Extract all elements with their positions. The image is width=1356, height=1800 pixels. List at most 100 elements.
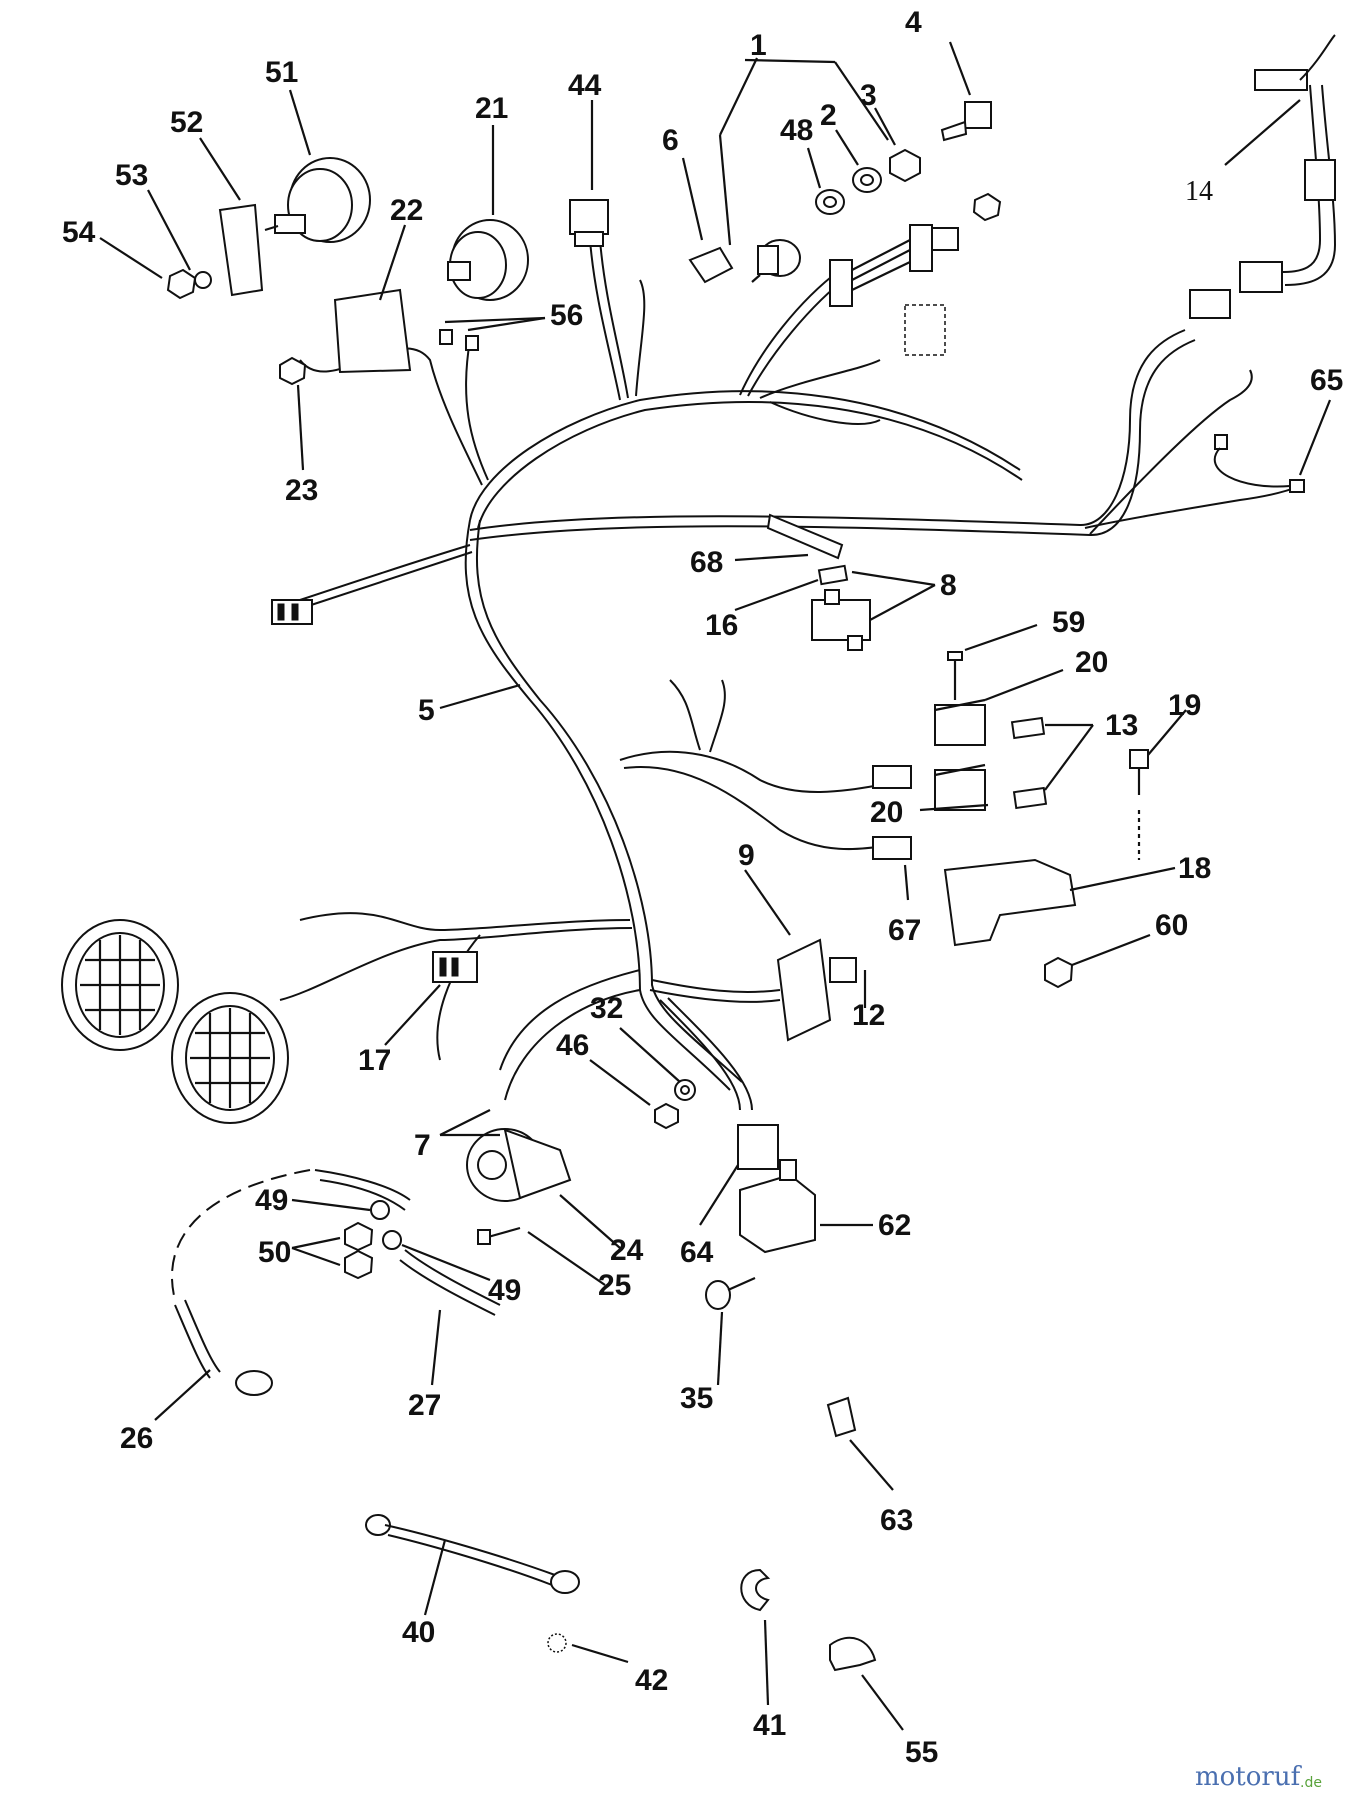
callout-25: 25 xyxy=(598,1269,631,1302)
ground-cable-26 xyxy=(170,1169,311,1396)
nut-60 xyxy=(1044,956,1074,989)
washer-2 xyxy=(852,167,882,193)
interlock-switch-20a xyxy=(934,698,986,746)
callout-40: 40 xyxy=(402,1616,435,1649)
plate-13a xyxy=(1010,716,1046,740)
bolt-25 xyxy=(477,1226,521,1245)
callout-23: 23 xyxy=(285,474,318,507)
watermark-logo: motoruf .de xyxy=(1195,1762,1322,1792)
callout-64: 64 xyxy=(680,1236,714,1269)
callout-20-lower: 20 xyxy=(870,796,903,829)
callout-3: 3 xyxy=(860,79,877,112)
callout-26: 26 xyxy=(120,1422,153,1455)
nut-50a xyxy=(344,1221,374,1252)
connector-17 xyxy=(432,951,478,983)
callout-24: 24 xyxy=(610,1234,644,1267)
cable-upper xyxy=(314,1169,411,1211)
solenoid-24 xyxy=(466,1128,572,1202)
clamp-41 xyxy=(740,1568,771,1612)
callout-68: 68 xyxy=(690,546,723,579)
terminal-56 xyxy=(439,329,479,351)
callout-63: 63 xyxy=(880,1504,913,1537)
callout-54: 54 xyxy=(62,216,96,249)
harness-connector-left xyxy=(271,599,313,625)
washer-32 xyxy=(674,1079,696,1101)
callout-5: 5 xyxy=(418,694,435,727)
nut-50b xyxy=(344,1249,374,1280)
callout-2: 2 xyxy=(820,99,837,132)
callout-35: 35 xyxy=(680,1382,713,1415)
screw-35 xyxy=(705,1276,756,1310)
ignition-switch xyxy=(751,239,801,283)
battery-cable-27 xyxy=(399,1249,501,1316)
decal-16 xyxy=(817,564,849,586)
nut-3 xyxy=(889,148,921,183)
callout-18: 18 xyxy=(1178,852,1211,885)
callout-labels: 1 2 3 4 5 6 7 8 9 12 13 14 16 17 18 19 2… xyxy=(62,6,1343,1769)
terminal-68 xyxy=(766,513,844,560)
callout-32: 32 xyxy=(590,992,623,1025)
key-4 xyxy=(940,101,992,142)
clip-6 xyxy=(688,246,734,284)
regulator-9 xyxy=(776,938,857,1042)
cable-14 xyxy=(1189,34,1337,319)
callout-50: 50 xyxy=(258,1236,291,1269)
callout-42: 42 xyxy=(635,1664,668,1697)
callout-49-right: 49 xyxy=(488,1274,521,1307)
callout-51: 51 xyxy=(265,56,298,89)
headlight-right xyxy=(171,992,289,1124)
callout-41: 41 xyxy=(753,1709,786,1742)
callout-7: 7 xyxy=(414,1129,431,1162)
callout-49-left: 49 xyxy=(255,1184,288,1217)
callout-60: 60 xyxy=(1155,909,1188,942)
callout-67: 67 xyxy=(888,914,921,947)
plate-13b xyxy=(1012,786,1048,810)
callout-21: 21 xyxy=(475,92,508,125)
clamp-55 xyxy=(829,1636,877,1672)
callout-59: 59 xyxy=(1052,606,1085,639)
callout-65: 65 xyxy=(1310,364,1343,397)
watermark-suffix: .de xyxy=(1300,1775,1322,1791)
leader-lines xyxy=(99,41,1332,1731)
headlight-left xyxy=(61,919,179,1051)
callout-55: 55 xyxy=(905,1736,938,1769)
gauge-51 xyxy=(264,157,371,243)
washer-42 xyxy=(547,1633,567,1653)
callout-1: 1 xyxy=(750,29,767,62)
bracket-22 xyxy=(333,288,412,374)
callout-56: 56 xyxy=(550,299,583,332)
watermark-text: motoruf xyxy=(1195,1762,1303,1792)
dashed-component xyxy=(904,304,946,356)
switch-connector xyxy=(829,192,1002,307)
main-wiring-harness xyxy=(279,239,1301,1111)
bracket-18 xyxy=(943,810,1141,947)
nut-46 xyxy=(654,1102,679,1130)
callout-17: 17 xyxy=(358,1044,391,1077)
washer-48 xyxy=(815,189,845,215)
nut-54 xyxy=(166,268,197,300)
callout-13: 13 xyxy=(1105,709,1138,742)
washer-53 xyxy=(194,271,212,289)
callout-19: 19 xyxy=(1168,689,1201,722)
callout-46: 46 xyxy=(556,1029,589,1062)
callout-8: 8 xyxy=(940,569,957,602)
callout-9: 9 xyxy=(738,839,755,872)
interlock-switch-20b xyxy=(934,763,986,811)
callout-16: 16 xyxy=(705,609,738,642)
callout-22: 22 xyxy=(390,194,423,227)
plug-44 xyxy=(569,199,609,247)
clip-63 xyxy=(826,1396,857,1438)
callout-27: 27 xyxy=(408,1389,441,1422)
connector-65 xyxy=(1213,434,1305,493)
callout-52: 52 xyxy=(170,106,203,139)
callout-20-upper: 20 xyxy=(1075,646,1108,679)
callout-12: 12 xyxy=(852,999,885,1032)
bolt-19 xyxy=(1129,749,1149,795)
washer-49a xyxy=(370,1200,390,1220)
relay-62 xyxy=(739,1159,816,1254)
relay-socket-64 xyxy=(737,1124,779,1170)
callout-53: 53 xyxy=(115,159,148,192)
callout-62: 62 xyxy=(878,1209,911,1242)
